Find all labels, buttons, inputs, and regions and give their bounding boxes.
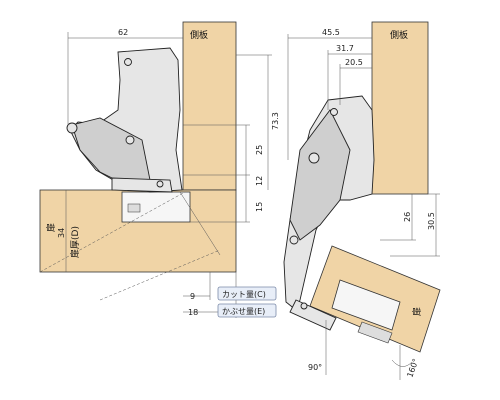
left-hinge-base bbox=[111, 177, 173, 193]
right-figure: 側板 扉 45.5 31.7 20.5 26 30.5 bbox=[283, 21, 441, 380]
angle-90: 90° bbox=[308, 363, 322, 372]
left-pivot-2 bbox=[125, 135, 135, 145]
left-side-panel-label: 側板 bbox=[190, 29, 208, 41]
cut-amount-label: カット量(C) bbox=[222, 290, 266, 299]
overlay-amount-label: かぶせ量(E) bbox=[222, 307, 265, 316]
right-pivot-2 bbox=[330, 108, 338, 116]
right-pivot-1 bbox=[308, 152, 320, 164]
dim-62: 62 bbox=[118, 28, 128, 37]
dim-31-7: 31.7 bbox=[336, 44, 354, 53]
right-door-label: 扉 bbox=[411, 307, 423, 316]
left-pivot-1 bbox=[66, 122, 78, 134]
dim-12: 12 bbox=[255, 176, 264, 186]
dim-30-5: 30.5 bbox=[427, 212, 436, 230]
right-hinge-link bbox=[289, 109, 351, 241]
right-cup-plate bbox=[357, 321, 393, 344]
right-side-panel-label: 側板 bbox=[390, 29, 408, 41]
dim-73-3: 73.3 bbox=[271, 112, 280, 130]
dim-34: 34 bbox=[57, 228, 66, 238]
left-pivot-4 bbox=[156, 180, 164, 188]
left-swing-arc bbox=[39, 191, 186, 273]
left-pivot-3 bbox=[124, 58, 132, 66]
left-door-thickness-label: 扉厚(D) bbox=[69, 226, 81, 258]
left-cup-edge bbox=[127, 203, 141, 213]
angle-160: 160° bbox=[405, 357, 420, 378]
right-hinge-cup bbox=[331, 279, 401, 331]
left-figure: 側板 扉 扉厚(D) 62 73.3 25 12 bbox=[39, 21, 280, 318]
dim-15: 15 bbox=[255, 202, 264, 212]
dim-20-5: 20.5 bbox=[345, 58, 363, 67]
dim-18: 18 bbox=[188, 308, 198, 317]
dim-9: 9 bbox=[190, 292, 195, 301]
right-side-panel bbox=[371, 21, 429, 195]
right-pivot-4 bbox=[300, 302, 308, 310]
right-pivot-3 bbox=[289, 235, 299, 245]
left-door-label: 扉 bbox=[45, 223, 57, 232]
left-side-panel bbox=[182, 21, 237, 191]
overlay-amount-box bbox=[217, 303, 277, 318]
dim-26: 26 bbox=[403, 212, 412, 222]
cut-amount-box bbox=[217, 286, 277, 301]
dim-45-5: 45.5 bbox=[322, 28, 340, 37]
dim-25: 25 bbox=[255, 145, 264, 155]
